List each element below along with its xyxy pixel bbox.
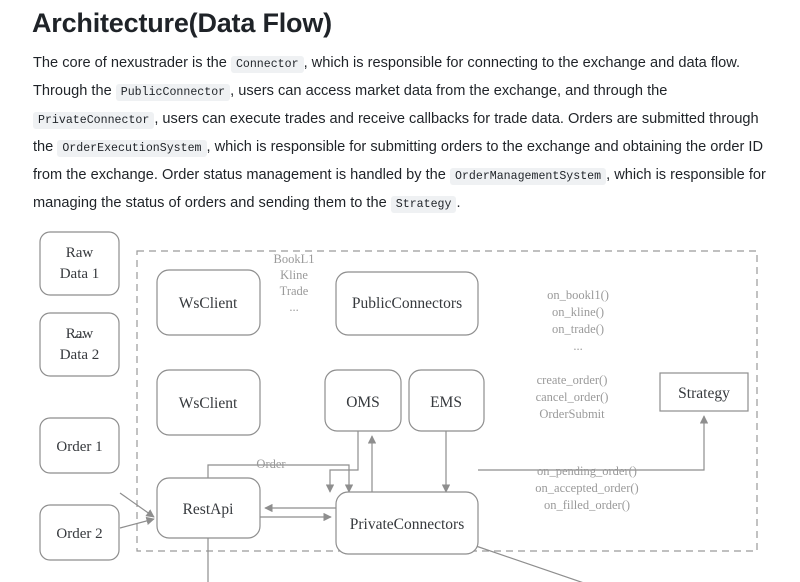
paragraph-text-3: , users can access market data from the … <box>230 83 668 99</box>
node-rest-api-label: RestApi <box>183 501 235 518</box>
edge-label-cancel-order: cancel_order() <box>536 390 609 404</box>
edge-label-on-filled-order: on_filled_order() <box>544 498 630 512</box>
edge-label-order-actions: create_order() cancel_order() OrderSubmi… <box>536 373 609 421</box>
node-strategy: Strategy <box>659 372 749 412</box>
node-oms-label: OMS <box>346 394 380 411</box>
edge-label-order: Order <box>256 457 286 471</box>
edge-rawdata2-wsclient <box>119 516 155 529</box>
edge-label-trade: Trade <box>280 284 309 298</box>
node-order-2: Order 2 <box>39 504 120 561</box>
node-raw-data-2-line1b: Raw <box>66 326 94 342</box>
node-strategy-label: Strategy <box>678 385 730 402</box>
node-public-connectors: PublicConnectors <box>335 271 479 336</box>
edge-wsclient-privateconnectors <box>207 464 354 582</box>
node-order-1-label: Order 1 <box>56 439 102 455</box>
edge-label-kline: Kline <box>280 268 308 282</box>
node-raw-data-2-line1: ... <box>74 326 85 342</box>
paragraph-text-7: . <box>456 195 461 211</box>
node-rest-api: RestApi <box>156 477 261 539</box>
node-ws-client-top: WsClient <box>156 269 261 336</box>
node-raw-data-2: ... Raw Data 2 <box>39 312 120 377</box>
edge-label-on-accepted-order: on_accepted_order() <box>535 481 638 495</box>
node-order-1: Order 1 <box>39 417 120 474</box>
node-oms: OMS <box>324 369 402 432</box>
node-private-connectors: PrivateConnectors <box>335 491 479 555</box>
paragraph-text-1: The core of nexustrader is the <box>33 55 231 71</box>
node-public-connectors-label: PublicConnectors <box>352 295 462 312</box>
edge-rawdata1-wsclient <box>119 492 155 518</box>
paragraph-text-6: , which is responsible for managing the … <box>33 167 766 211</box>
code-order-execution-system: OrderExecutionSystem <box>57 140 207 157</box>
node-ws-client-bottom: WsClient <box>156 369 261 436</box>
paragraph-text-5: , which is responsible for submitting or… <box>33 139 764 183</box>
edge-label-callbacks: on_bookl1() on_kline() on_trade() ... <box>547 288 609 353</box>
node-private-connectors-label: PrivateConnectors <box>350 516 465 533</box>
edge-label-market-data: BookL1 Kline Trade ... <box>274 252 315 314</box>
edge-label-bookl1: BookL1 <box>274 252 315 266</box>
node-ems: EMS <box>408 369 485 432</box>
node-ws-client-bottom-label: WsClient <box>179 395 238 412</box>
code-connector: Connector <box>230 56 304 73</box>
edge-label-on-bookl1: on_bookl1() <box>547 288 609 302</box>
node-raw-data-2-line2: Data 2 <box>60 347 100 363</box>
edge-publicconnectors-strategy <box>472 544 583 582</box>
edge-label-order-callbacks: on_pending_order() on_accepted_order() o… <box>535 464 638 512</box>
edge-label-order-submit: OrderSubmit <box>539 407 605 421</box>
node-ems-label: EMS <box>430 394 462 411</box>
edge-oms-privateconnectors <box>325 431 359 493</box>
intro-paragraph: The core of nexustrader is the Connector… <box>33 50 767 218</box>
edge-label-on-pending-order: on_pending_order() <box>537 464 637 478</box>
node-ws-client-top-label: WsClient <box>179 295 238 312</box>
code-strategy: Strategy <box>390 196 457 213</box>
node-raw-data-1-line1: Raw <box>66 245 94 261</box>
paragraph-text-4: , users can execute trades and receive c… <box>33 111 759 155</box>
edge-label-create-order: create_order() <box>537 373 608 387</box>
paragraph-text-2: , which is responsible for connecting to… <box>33 55 741 99</box>
edge-label-market-ellipsis: ... <box>289 300 298 314</box>
edge-label-callbacks-ellipsis: ... <box>573 339 582 353</box>
code-private-connector: PrivateConnector <box>33 112 155 129</box>
edge-privateconnectors-strategy <box>478 415 709 471</box>
page-title: Architecture(Data Flow) <box>32 8 332 38</box>
edge-label-on-trade: on_trade() <box>552 322 604 336</box>
node-raw-data-1: Raw Data 1 <box>39 231 120 296</box>
architecture-diagram: Raw Data 1 ... Raw Data 2 Order 1 Order … <box>0 215 800 582</box>
code-order-management-system: OrderManagementSystem <box>449 168 607 185</box>
code-public-connector: PublicConnector <box>115 84 231 101</box>
edge-label-on-kline: on_kline() <box>552 305 604 319</box>
node-order-2-label: Order 2 <box>56 526 102 542</box>
node-raw-data-1-line2: Data 1 <box>60 266 100 282</box>
